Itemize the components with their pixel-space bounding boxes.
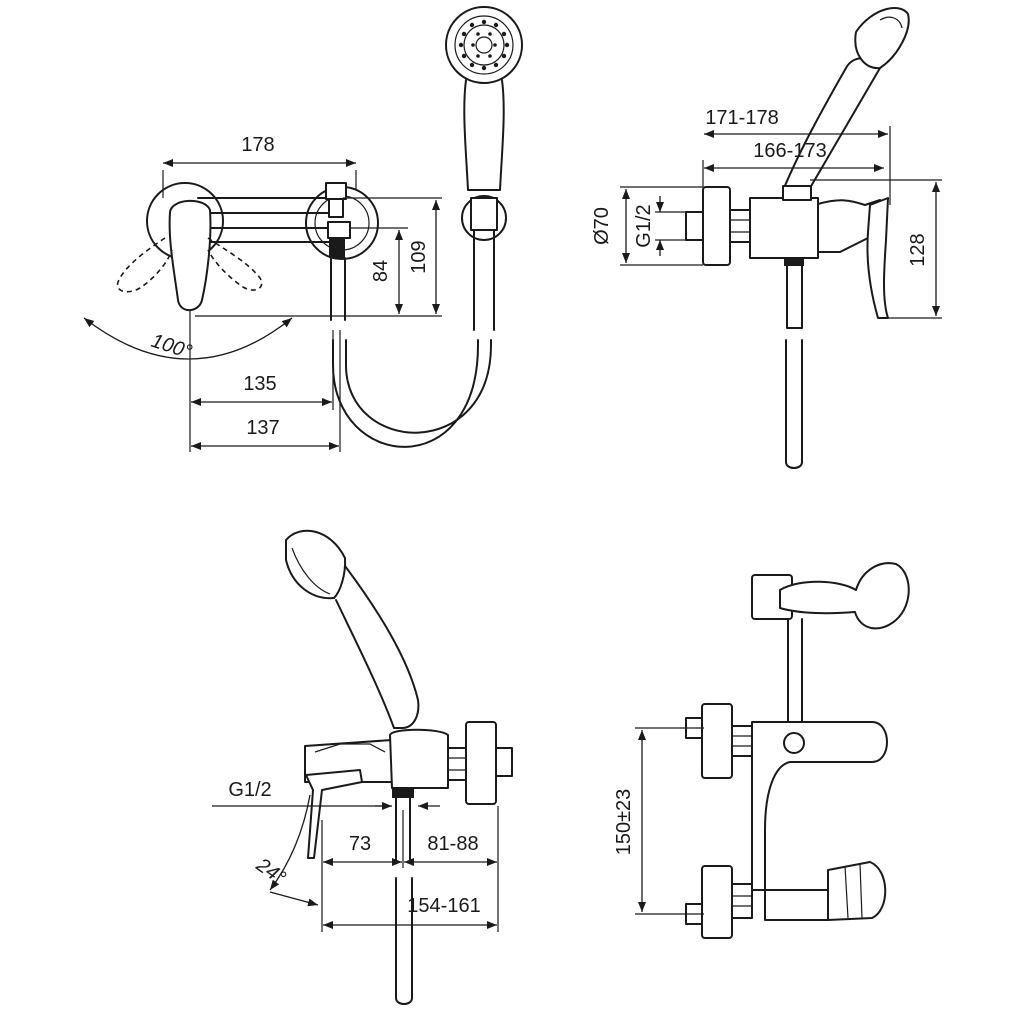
top-body xyxy=(751,721,888,891)
dim-70: Ø70 xyxy=(591,207,613,245)
lever-range-ghost xyxy=(116,237,263,293)
dim-84: 84 xyxy=(370,260,392,282)
dim-150-23: 150±23 xyxy=(613,789,635,856)
dim-154-161: 154-161 xyxy=(407,895,480,917)
wall-flange xyxy=(702,186,731,266)
side-body xyxy=(749,197,819,259)
dim-128: 128 xyxy=(907,233,929,266)
side2-shower-handle xyxy=(285,529,420,729)
side-view-2: G1/2 24° 73 81-88 154-161 xyxy=(212,529,513,1005)
top-view: 150±23 xyxy=(613,562,910,939)
dim-171-178: 171-178 xyxy=(705,107,778,129)
dim-166-173: 166-173 xyxy=(753,140,826,162)
shower-head xyxy=(445,6,523,191)
side-view: 171-178 166-173 Ø70 G1/2 128 xyxy=(591,7,942,469)
front-view: 100° 178 84 109 135 137 xyxy=(83,6,523,452)
dim-137: 137 xyxy=(246,417,279,439)
dim-g12-side: G1/2 xyxy=(633,204,655,247)
dim-73: 73 xyxy=(349,833,371,855)
wall-holder xyxy=(461,195,507,241)
hose xyxy=(332,229,495,448)
dim-135: 135 xyxy=(243,373,276,395)
mixer-body xyxy=(146,182,379,321)
side-shower-handle xyxy=(783,7,910,189)
angle-arc-100 xyxy=(83,317,293,360)
dim-109: 109 xyxy=(408,240,430,273)
top-shower-head xyxy=(751,562,910,723)
dim-81-88: 81-88 xyxy=(427,833,478,855)
dim-g12-bottom: G1/2 xyxy=(228,779,271,801)
dim-24deg: 24° xyxy=(251,854,289,890)
lever xyxy=(168,199,212,312)
dim-178: 178 xyxy=(241,134,274,156)
